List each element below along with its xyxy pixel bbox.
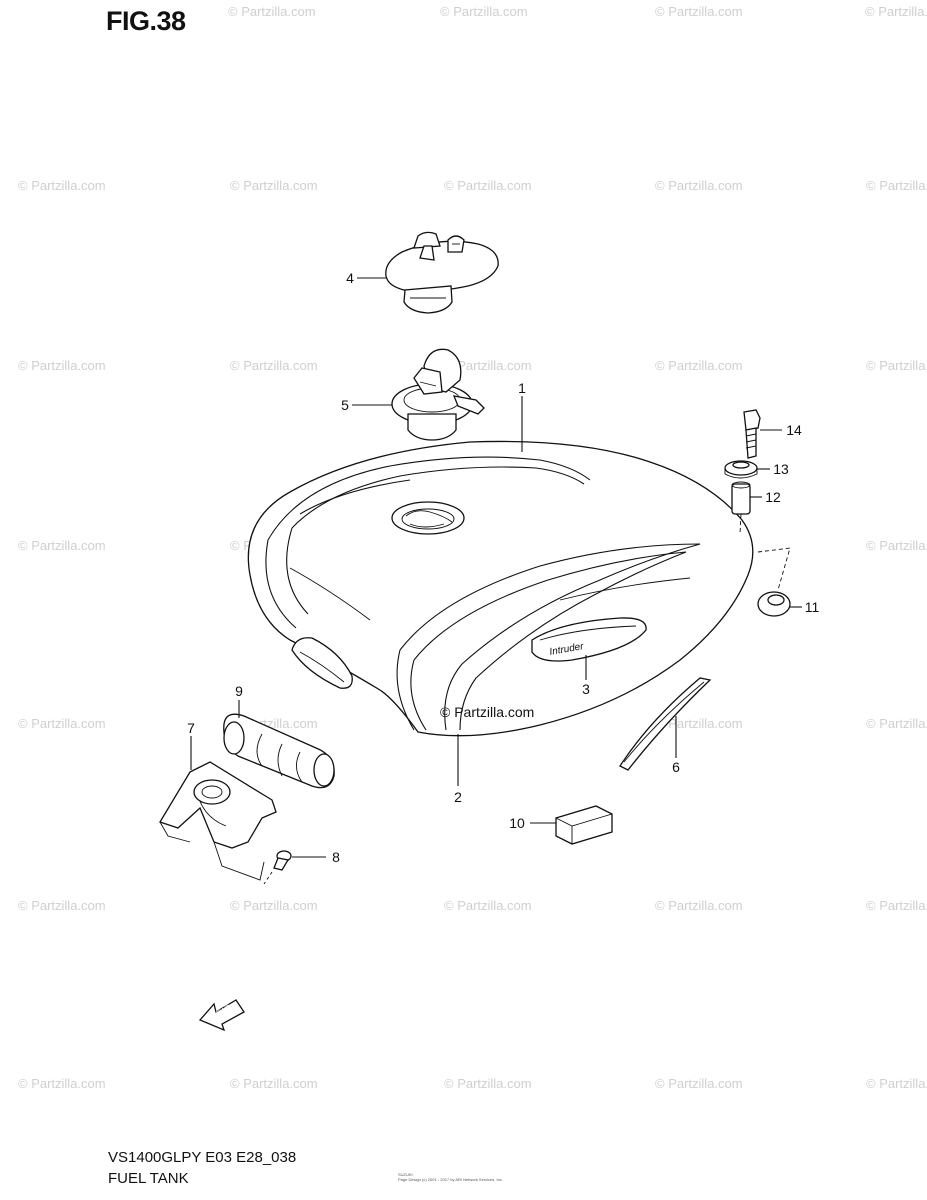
callout-14: 14 xyxy=(786,422,802,438)
part-9-cushion xyxy=(223,713,335,789)
watermark: © Partzilla.com xyxy=(444,898,532,913)
watermark: © Partzilla.com xyxy=(866,358,927,373)
hardware-leader-line xyxy=(739,513,742,535)
watermark: © Partzilla.com xyxy=(18,358,106,373)
section-name: FUEL TANK xyxy=(108,1170,189,1187)
callout-8: 8 xyxy=(332,849,340,865)
part-13-washer xyxy=(724,460,758,479)
watermark: © Partzilla.com xyxy=(655,4,743,19)
watermark: © Partzilla.com xyxy=(18,538,106,553)
watermark: © Partzilla.com xyxy=(655,358,743,373)
callout-1: 1 xyxy=(518,380,526,396)
part-7-mounting-bracket xyxy=(159,761,277,881)
fwd-direction-arrow: FWD xyxy=(198,999,245,1032)
callout-13: 13 xyxy=(773,461,789,477)
callout-6: 6 xyxy=(672,759,680,775)
center-watermark: © Partzilla.com xyxy=(440,704,534,720)
part-12-spacer xyxy=(731,481,751,515)
watermark: © Partzilla.com xyxy=(655,178,743,193)
screw-leader-line xyxy=(263,871,273,885)
watermark: © Partzilla.com xyxy=(18,898,106,913)
watermark: © Partzilla.com xyxy=(444,1076,532,1091)
watermark: © Partzilla.com xyxy=(230,178,318,193)
watermark: © Partzilla.com xyxy=(866,716,927,731)
part-8-screw xyxy=(273,850,292,871)
callout-numbers: 1 2 3 4 5 6 7 8 9 10 11 12 13 14 xyxy=(187,270,819,865)
callout-leaders xyxy=(190,277,802,858)
copyright-fine-print: SUZUKI Page Design (c) 2001 - 2017 by AR… xyxy=(398,1172,518,1182)
callout-10: 10 xyxy=(509,815,525,831)
part-11-grommet xyxy=(757,591,791,617)
model-code: VS1400GLPY E03 E28_038 xyxy=(108,1149,297,1166)
watermark: © Partzilla.com xyxy=(230,1076,318,1091)
watermark: © Partzilla.com xyxy=(866,1076,927,1091)
watermark: © Partzilla.com xyxy=(655,898,743,913)
callout-2: 2 xyxy=(454,789,462,805)
watermark: © Partzilla.com xyxy=(18,1076,106,1091)
watermark: © Partzilla.com xyxy=(230,898,318,913)
grommet-leader-line xyxy=(757,547,791,591)
part-4-fuel-cap-cover xyxy=(385,231,499,314)
callout-7: 7 xyxy=(187,720,195,736)
watermark: © Partzilla.com xyxy=(230,358,318,373)
watermark: © Partzilla.com xyxy=(866,178,927,193)
watermark: © Partzilla.com xyxy=(655,716,743,731)
watermark: © Partzilla.com xyxy=(18,178,106,193)
watermark: © Partzilla.com xyxy=(866,538,927,553)
callout-9: 9 xyxy=(235,683,243,699)
watermark: © Partzilla.com xyxy=(228,4,316,19)
watermark: © Partzilla.com xyxy=(655,1076,743,1091)
watermark: © Partzilla.com xyxy=(440,4,528,19)
watermark: © Partzilla.com xyxy=(444,358,532,373)
callout-11: 11 xyxy=(805,599,820,615)
callout-5: 5 xyxy=(341,397,349,413)
callout-3: 3 xyxy=(582,681,590,697)
watermark: © Partzilla.com xyxy=(866,898,927,913)
watermark: © Partzilla.com xyxy=(18,716,106,731)
fine-print-line: Page Design (c) 2001 - 2017 by ARI Netwo… xyxy=(398,1177,503,1182)
callout-4: 4 xyxy=(346,270,354,286)
part-14-bolt xyxy=(743,409,761,459)
fine-print-line: SUZUKI xyxy=(398,1172,413,1177)
part-10-pad xyxy=(555,805,613,845)
callout-12: 12 xyxy=(765,489,781,505)
part-1-fuel-tank: Intruder © Partzilla.com xyxy=(247,440,754,737)
watermark-layer: © Partzilla.com © Partzilla.com © Partzi… xyxy=(18,4,927,1091)
part-5-fuel-cap xyxy=(391,348,485,441)
watermark: © Partzilla.com xyxy=(444,178,532,193)
part-6-side-strip xyxy=(619,677,712,771)
figure-title: FIG.38 xyxy=(106,6,186,36)
watermark: © Partzilla.com xyxy=(865,4,927,19)
